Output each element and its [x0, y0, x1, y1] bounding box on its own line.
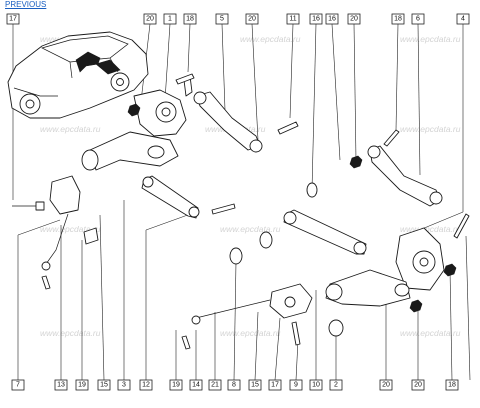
- car-illustration: [7, 31, 149, 119]
- callout-20-top-3: 20: [347, 13, 361, 25]
- callout-17-top: 17: [6, 13, 20, 25]
- callout-16-a: 16: [309, 13, 323, 25]
- svg-text:20: 20: [382, 382, 390, 389]
- callout-1: 1: [163, 13, 177, 25]
- watermark: www.epcdata.ru: [400, 224, 461, 234]
- callout-19-bottom-1: 19: [75, 379, 89, 391]
- callout-20-top-2: 20: [245, 13, 259, 25]
- svg-text:20: 20: [414, 382, 422, 389]
- watermark: www.epcdata.ru: [220, 224, 281, 234]
- svg-text:20: 20: [248, 16, 256, 23]
- watermark: www.epcdata.ru: [40, 124, 101, 134]
- svg-text:17: 17: [271, 382, 279, 389]
- watermark: www.epcdata.ru: [400, 124, 461, 134]
- watermark: www.epcdata.ru: [220, 328, 281, 338]
- link-12: [141, 175, 200, 219]
- callout-19-bottom-2: 19: [169, 379, 183, 391]
- svg-text:7: 7: [16, 382, 20, 389]
- svg-text:8: 8: [232, 382, 236, 389]
- rear-knuckle-2: [395, 227, 445, 291]
- callout-20-bottom-2: 20: [411, 379, 425, 391]
- svg-text:19: 19: [172, 382, 180, 389]
- svg-text:5: 5: [220, 16, 224, 23]
- callout-10: 10: [309, 379, 323, 391]
- callout-5: 5: [215, 13, 229, 25]
- callout-18-bottom: 18: [445, 379, 459, 391]
- svg-text:15: 15: [100, 382, 108, 389]
- callout-18-top-2: 18: [391, 13, 405, 25]
- watermark: www.epcdata.ru: [40, 328, 101, 338]
- bracket-8: [191, 283, 313, 325]
- callout-4: 4: [456, 13, 470, 25]
- callout-7: 7: [11, 379, 25, 391]
- svg-text:2: 2: [334, 382, 338, 389]
- svg-text:18: 18: [186, 16, 194, 23]
- svg-text:16: 16: [312, 16, 320, 23]
- upper-link-6: [367, 145, 443, 207]
- nuts: [127, 103, 457, 313]
- svg-text:14: 14: [192, 382, 200, 389]
- watermark: www.epcdata.ru: [400, 34, 461, 44]
- callout-15-bottom-1: 15: [97, 379, 111, 391]
- svg-text:6: 6: [416, 16, 420, 23]
- svg-text:4: 4: [461, 16, 465, 23]
- callout-20-top-1: 20: [143, 13, 157, 25]
- svg-text:15: 15: [251, 382, 259, 389]
- watermark: www.epcdata.ru: [240, 34, 301, 44]
- callout-13: 13: [54, 379, 68, 391]
- svg-text:20: 20: [350, 16, 358, 23]
- bushings: [229, 182, 344, 337]
- bolts: [41, 73, 470, 350]
- callout-18-top-1: 18: [183, 13, 197, 25]
- svg-text:16: 16: [328, 16, 336, 23]
- callout-14: 14: [189, 379, 203, 391]
- link-16: [283, 209, 367, 255]
- svg-text:18: 18: [448, 382, 456, 389]
- upper-link-5: [193, 91, 263, 153]
- watermark: www.epcdata.ru: [400, 328, 461, 338]
- callout-11: 11: [286, 13, 300, 25]
- svg-text:3: 3: [122, 382, 126, 389]
- svg-text:12: 12: [142, 382, 150, 389]
- rear-knuckle: [133, 75, 193, 137]
- svg-text:13: 13: [57, 382, 65, 389]
- callout-3: 3: [117, 379, 131, 391]
- callout-6: 6: [411, 13, 425, 25]
- lower-arm-9: [325, 269, 411, 307]
- previous-link[interactable]: PREVIOUS: [5, 0, 47, 9]
- callout-16-b: 16: [325, 13, 339, 25]
- svg-text:20: 20: [146, 16, 154, 23]
- leader-lines: [12, 23, 471, 381]
- callout-20-bottom-1: 20: [379, 379, 393, 391]
- callout-9: 9: [289, 379, 303, 391]
- callout-8: 8: [227, 379, 241, 391]
- callout-15-bottom-2: 15: [248, 379, 262, 391]
- svg-text:19: 19: [78, 382, 86, 389]
- svg-text:17: 17: [9, 16, 17, 23]
- watermark: www.epcdata.ru: [40, 224, 101, 234]
- callout-12: 12: [139, 379, 153, 391]
- callout-17-bottom: 17: [268, 379, 282, 391]
- svg-text:18: 18: [394, 16, 402, 23]
- svg-text:1: 1: [168, 16, 172, 23]
- svg-text:11: 11: [289, 16, 296, 23]
- callout-21: 21: [208, 379, 222, 391]
- svg-text:21: 21: [211, 382, 219, 389]
- bracket-7: [12, 175, 99, 271]
- svg-text:10: 10: [312, 382, 320, 389]
- lower-control-arm: [81, 131, 179, 171]
- svg-text:9: 9: [294, 382, 298, 389]
- callout-2: 2: [329, 379, 343, 391]
